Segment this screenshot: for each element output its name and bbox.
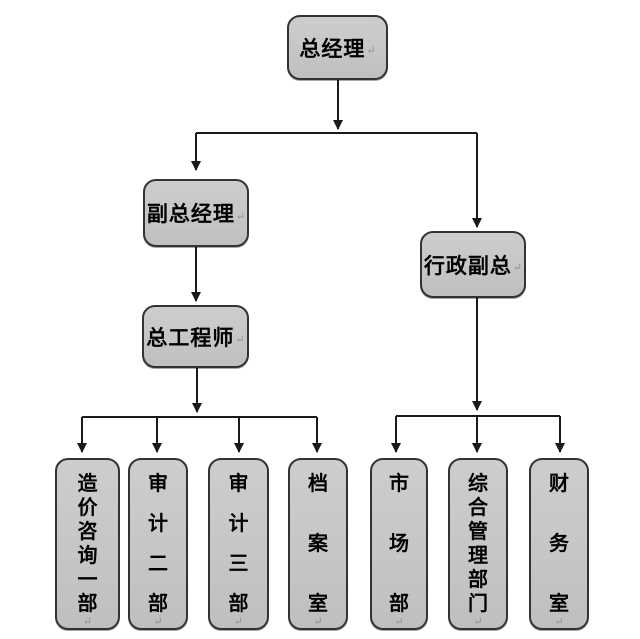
return-mark: ↵ <box>394 615 404 628</box>
node-label: 综合管理部门 <box>468 471 488 615</box>
node-cost-consulting-dept-1: 造价咨询一部 ↵ <box>55 458 120 630</box>
return-mark: ↵ <box>554 615 564 628</box>
return-mark: ↵ <box>235 209 246 223</box>
node-market-dept: 市场部 ↵ <box>370 458 428 630</box>
node-general-management-dept: 综合管理部门 ↵ <box>448 458 508 630</box>
node-admin-vice-president: 行政副总↵ <box>420 231 526 298</box>
node-label: 审计二部 <box>148 471 168 615</box>
node-label: 总经理 <box>299 35 366 61</box>
node-label: 行政副总 <box>423 252 512 278</box>
node-deputy-general-manager: 副总经理↵ <box>143 179 249 247</box>
node-audit-dept-3: 审计三部 ↵ <box>208 458 269 630</box>
return-mark: ↵ <box>366 44 376 57</box>
node-archives-room: 档案室 ↵ <box>288 458 348 630</box>
return-mark: ↵ <box>82 615 93 628</box>
node-label: 财务室 <box>549 471 569 615</box>
node-finance-room: 财务室 ↵ <box>529 458 589 630</box>
return-mark: ↵ <box>313 615 323 628</box>
node-label: 档案室 <box>308 471 328 615</box>
node-general-manager: 总经理↵ <box>287 15 388 80</box>
return-mark: ↵ <box>473 615 483 628</box>
node-label: 副总经理 <box>146 201 235 226</box>
return-mark: ↵ <box>233 615 244 628</box>
node-chief-engineer: 总工程师↵ <box>142 305 249 368</box>
node-label: 造价咨询一部 <box>77 471 98 615</box>
return-mark: ↵ <box>235 333 245 346</box>
node-label: 审计三部 <box>228 471 249 615</box>
node-label: 总工程师 <box>146 324 235 350</box>
node-audit-dept-2: 审计二部 ↵ <box>128 458 188 630</box>
return-mark: ↵ <box>512 261 523 274</box>
return-mark: ↵ <box>153 615 163 628</box>
node-label: 市场部 <box>389 471 409 615</box>
